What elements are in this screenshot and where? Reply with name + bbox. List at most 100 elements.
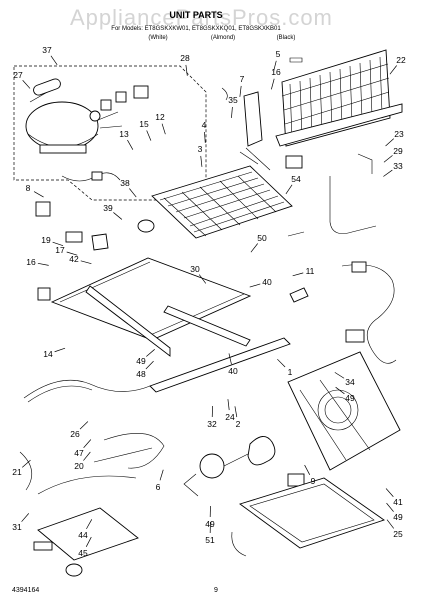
part-31: [33, 541, 53, 551]
callout-c35: 35: [228, 95, 238, 105]
leader-line: [83, 451, 91, 461]
leader-line: [335, 386, 345, 395]
callout-c13: 13: [119, 129, 129, 139]
callout-c33: 33: [393, 161, 403, 171]
leader-line: [273, 60, 277, 72]
plate-44: [37, 507, 139, 561]
tube-21: [19, 451, 33, 491]
callout-c41: 41: [393, 497, 403, 507]
callout-c39: 39: [103, 203, 113, 213]
callout-c12: 12: [155, 112, 165, 122]
doc-number: 4394164: [12, 587, 39, 594]
leader-line: [198, 274, 207, 284]
leader-line: [127, 139, 134, 150]
leader-line: [385, 138, 395, 147]
callout-c49d: 49: [205, 519, 215, 529]
leader-line: [228, 353, 232, 365]
callout-c23: 23: [394, 129, 404, 139]
leader-line: [231, 106, 233, 118]
callout-c32: 32: [207, 419, 217, 429]
leader-line: [50, 55, 58, 66]
callout-c21: 21: [12, 467, 22, 477]
callout-c30: 30: [190, 264, 200, 274]
defrost-heater: [329, 176, 377, 234]
leader-line: [304, 464, 311, 475]
callout-c11: 11: [306, 266, 315, 276]
leader-line: [113, 212, 123, 220]
part-16b: [37, 287, 51, 301]
compressor-harness: [61, 172, 121, 182]
fan-motor: [199, 453, 225, 479]
callout-c40b: 40: [228, 366, 238, 376]
callout-c9: 9: [311, 476, 316, 486]
callout-c16b: 16: [26, 257, 36, 267]
callout-c25: 25: [393, 529, 403, 539]
leader-line: [386, 519, 395, 529]
callout-c51: 51: [205, 535, 215, 545]
leader-line: [146, 130, 152, 141]
unit-frame: [50, 257, 252, 357]
compressor-part: [25, 78, 123, 154]
callout-c54: 54: [291, 174, 301, 184]
part-19: [65, 231, 83, 243]
leader-lines: [21, 55, 397, 547]
callout-c26: 26: [70, 429, 80, 439]
callout-c24: 24: [225, 412, 235, 422]
callout-c7: 7: [240, 74, 245, 84]
drain-tube: [231, 531, 247, 557]
callout-c22: 22: [396, 55, 406, 65]
leader-line: [54, 347, 66, 353]
watermark: AppliancePartsPros.com: [70, 5, 333, 30]
callout-c17: 17: [55, 245, 65, 255]
part-11: [289, 287, 309, 303]
leader-line: [285, 184, 293, 195]
leader-line: [145, 360, 154, 370]
leader-line: [21, 513, 30, 522]
callout-c38: 38: [120, 178, 130, 188]
fan-blade: [247, 436, 276, 466]
leader-line: [129, 188, 137, 198]
drain-pan: [239, 477, 385, 549]
leader-line: [204, 131, 206, 143]
condenser-bracket: [243, 91, 263, 147]
callout-c42: 42: [69, 254, 79, 264]
callout-c3: 3: [198, 144, 203, 154]
leader-line: [159, 469, 164, 481]
leader-line: [277, 358, 286, 368]
crossbar: [149, 337, 291, 393]
part-45: [65, 563, 83, 577]
leader-line: [292, 272, 304, 277]
leader-line: [37, 262, 49, 266]
leader-line: [389, 65, 397, 75]
callout-c31: 31: [12, 522, 22, 532]
callout-c8: 8: [26, 183, 31, 193]
compressor-group-box: [13, 65, 207, 201]
callout-c44: 44: [78, 530, 88, 540]
model-list: For Models: ET8GSKXKW01, ET8GSKXKQ01, ET…: [111, 26, 281, 32]
tube-20: [37, 475, 137, 495]
part-17: [91, 233, 109, 251]
callout-c48: 48: [136, 369, 146, 379]
part-8: [35, 201, 51, 217]
callout-c49c: 49: [393, 512, 403, 522]
leader-line: [83, 439, 92, 448]
callout-c45: 45: [78, 548, 88, 558]
callout-c5: 5: [276, 49, 281, 59]
fan-shroud-bracket: [275, 103, 403, 147]
leader-line: [383, 155, 393, 163]
callout-c4: 4: [202, 120, 207, 130]
leader-line: [234, 406, 238, 418]
leader-line: [249, 283, 261, 288]
callout-c2: 2: [236, 419, 241, 429]
tube-26: [103, 432, 165, 469]
wire-50: [287, 231, 305, 237]
part-9: [287, 473, 305, 487]
evaporator-coil: [151, 147, 293, 239]
leader-line: [86, 519, 93, 530]
callout-c47: 47: [74, 448, 84, 458]
tubing-14: [23, 379, 151, 399]
callout-c15: 15: [139, 119, 149, 129]
page-number: 9: [214, 587, 218, 594]
terminal-block-54: [285, 155, 303, 169]
